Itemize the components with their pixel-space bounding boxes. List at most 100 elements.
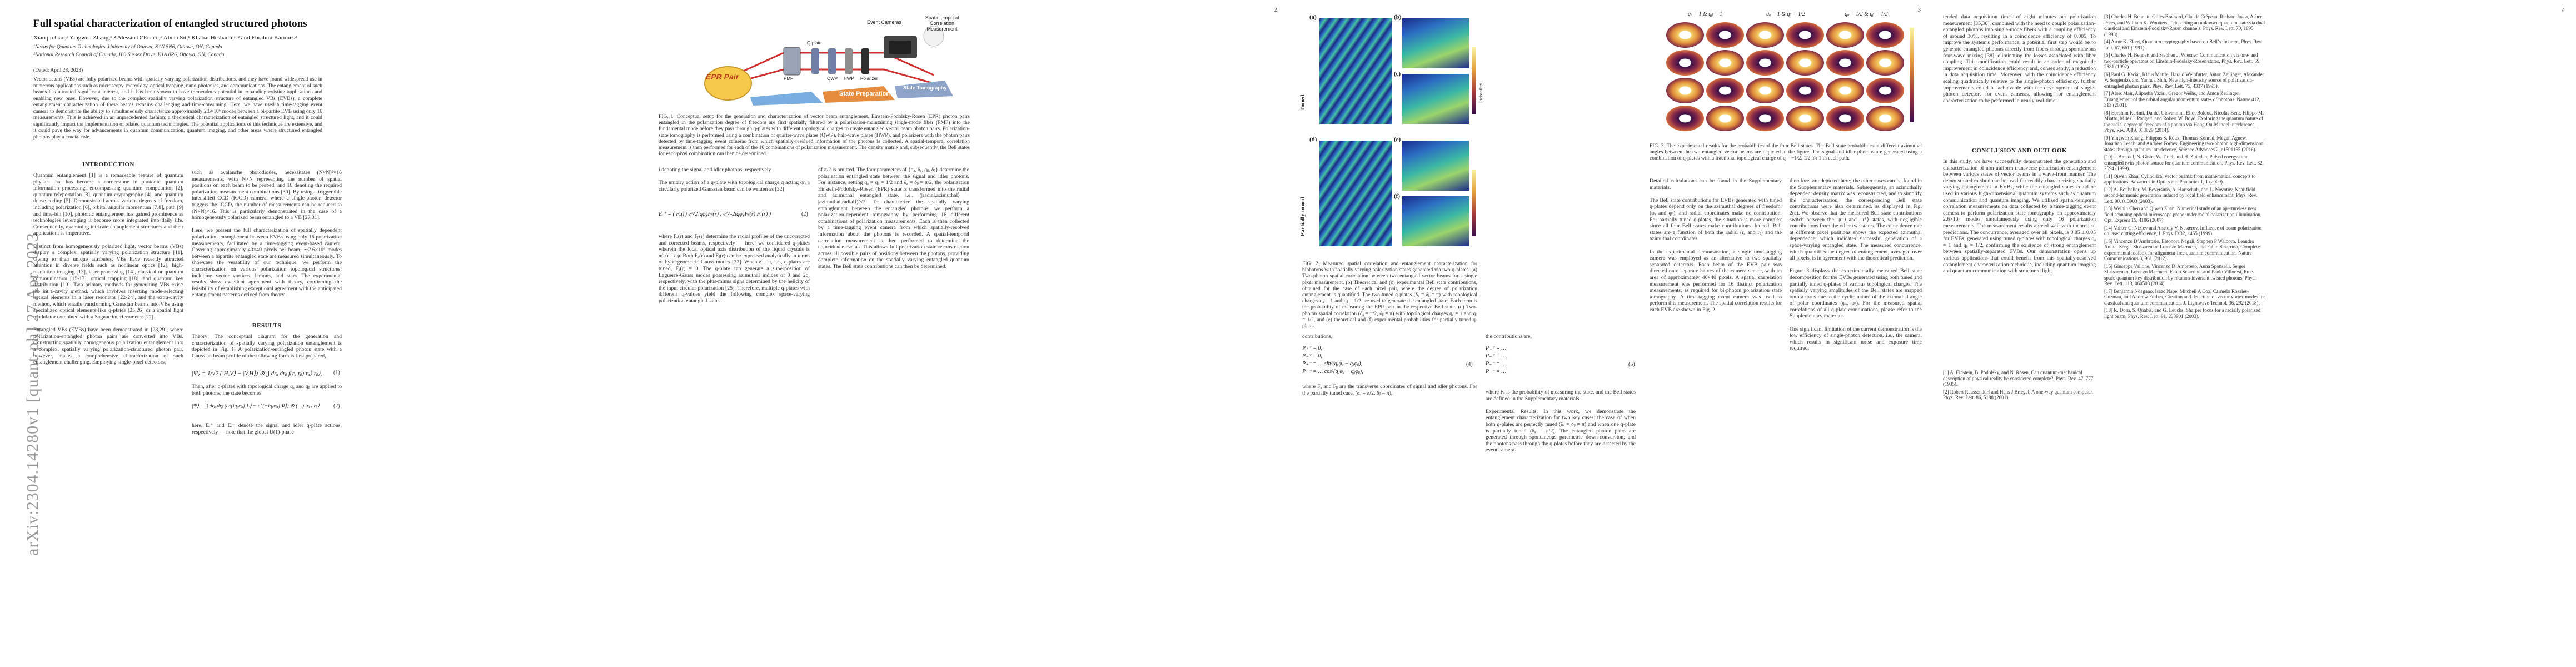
page2-column-2-text: of π/2 is omitted. The four parameters o… [818,167,969,270]
equation-4: P₊⁺ = 0,P₋⁺ = 0,P₊⁻ = … sin²(qₐφₐ − qᵦφᵦ… [1302,345,1363,375]
panel-b-theory [1402,18,1469,68]
torus-plot [1666,106,1704,131]
author-list: Xiaoqin Gao,¹ Yingwen Zhang,¹˒² Alessio … [33,34,297,41]
reference-item: [4] Artur K. Ekert, Quantum cryptography… [2104,39,2263,51]
panel-c-experiment [1402,74,1469,124]
reference-item: [2] Robert Raussendorf and Hans J Briege… [1943,389,2094,401]
intro-column-2: such as avalanche photodiodes, necessita… [192,170,342,298]
equation-5: P₊⁺ = …,P₋⁺ = …,P₊⁻ = …,P₋⁻ = …, [1486,345,1508,375]
reference-item: [13] Weibin Chen and Qiwen Zhan, Numeric… [2104,206,2262,223]
torus-plot [1826,106,1864,131]
section-heading-conclusion: CONCLUSION AND OUTLOOK [1971,147,2067,154]
hwp-label: HWP [844,76,854,81]
reference-item: [14] Volker G. Niziev and Anatoly V. Nes… [2104,225,2262,237]
setup-diagram [700,14,967,108]
polarizer-label: Polarizer [860,76,878,81]
equation-3: Eᵣ⁺ = ( Fₐ(r) e^{2iqφ}Fᵦ(r) ; e^{-2iqφ}F… [659,211,771,217]
torus-plot [1826,50,1864,76]
equation-3-number: (2) [801,211,808,217]
arxiv-stamp: arXiv:2304.14280v1 [quant-ph] 27 Apr 202… [8,145,42,556]
probability-label: Probability [1478,83,1483,103]
event-cameras-label: Event Cameras [867,19,902,25]
page3-contributions-1b: where Fₐ and Fᵦ are the transverse coord… [1302,384,1477,396]
page3-experimental-results: where Fₐ is the probability of measuring… [1486,389,1636,454]
page-3: 3 Tuned Partially tuned (a) (b) (c) (d) … [1288,0,1932,667]
epr-pair-label: EPR Pair [706,72,739,81]
page-1: arXiv:2304.14280v1 [quant-ph] 27 Apr 202… [0,0,645,667]
panel-f-experiment [1402,196,1469,246]
torus-plot [1666,22,1704,48]
panel-d-heatmap [1319,141,1392,246]
reference-item: [11] Qiwen Zhan, Cylindrical vector beam… [2104,173,2256,185]
equation-1: |Ψ⟩ = 1/√2 (|H,V⟩ − |V,H⟩) ⊗ ∫∫ drₐ drᵦ … [192,370,322,377]
fig3-col-label-1: qₐ = 1 & qᵦ = 1 [1687,11,1723,17]
reference-item: [16] Giuseppe Vallone, Vincenzo D’Ambros… [2104,263,2256,287]
fig3-col-label-2: qₐ = 1 & qᵦ = 1/2 [1766,11,1805,17]
partially-tuned-label: Partially tuned [1299,197,1306,236]
probability-colorbar [1472,47,1476,114]
torus-plot [1786,22,1824,48]
figure-3: qₐ = 1 & qᵦ = 1 qₐ = 1 & qᵦ = 1/2 qₐ = 1… [1650,11,1922,139]
page-4: 4 tended data acquisition times of eight… [1932,0,2576,667]
correlation-label: Spatiotemporal Correlation Measurement [925,15,959,32]
reference-item: [8] Ebrahim Karimi, Daniel Giovannini, E… [2104,109,2264,133]
tuned-label: Tuned [1299,94,1306,111]
torus-plot [1866,78,1904,103]
torus-plot [1746,78,1784,103]
equation-2-number: (2) [333,403,340,409]
panel-c-label: (c) [1394,71,1401,77]
reference-item: [10] J. Brendel, N. Gisin, W. Tittel, an… [2104,154,2264,171]
pmf-label: PMF [784,76,793,81]
probability-colorbar-2 [1472,170,1476,236]
torus-plot [1786,50,1824,76]
reference-item: [7] Alois Mair, Alipasha Vaziri, Gregor … [2104,91,2260,108]
equation-1-number: (1) [333,370,340,376]
references-right: [3] Charles H. Bennett, Gilles Brassard,… [2104,14,2265,319]
figure-2-caption: FIG. 2. Measured spatial correlation and… [1302,261,1477,330]
torus-plot [1706,106,1744,131]
reference-item: [15] Vincenzo D’Ambrosio, Eleonora Nagal… [2104,238,2260,262]
panel-e-theory [1402,141,1469,191]
reference-item: [18] R. Dorn, S. Quabis, and G. Leuchs, … [2104,307,2261,319]
page-2: 2 EPR Pair State Preparation State Tomog… [645,0,1288,667]
torus-plot [1746,22,1784,48]
qplate-label: Q-plate [807,41,822,46]
page-number: 4 [2562,7,2565,13]
page4-discussion-text: tended data acquisition times of eight m… [1943,14,2096,104]
page3-column-4-text: therefore, are depicted here; the other … [1790,178,1922,352]
torus-plot [1866,106,1904,131]
torus-plot [1666,78,1704,103]
conclusion-text: In this study, we have successfully demo… [1943,158,2096,275]
state-tomography-label: State Tomography [903,85,947,91]
panel-e-label: (e) [1394,136,1401,143]
results-helicity-text: here, Eᵣ⁺ and Eᵣ⁻ denote the signal and … [192,422,342,435]
equation-4-number: (4) [1466,361,1473,367]
page2-column-1-text-b: where Fₐ(r) and Fᵦ(r) determine the radi… [659,233,810,304]
torus-plot [1746,50,1784,76]
torus-plot [1866,22,1904,48]
figure-2: Tuned Partially tuned (a) (b) (c) (d) (e… [1299,14,1483,258]
reference-item: [3] Charles H. Bennett, Gilles Brassard,… [2104,14,2265,37]
results-theory-text: Theory: The conceptual diagram for the g… [192,334,342,359]
equation-5-number: (5) [1628,361,1635,367]
figure-3-caption: FIG. 3. The experimental results for the… [1650,143,1922,162]
qwp-label: QWP [827,76,838,81]
state-prep-label: State Preparation [839,91,890,97]
reference-item: [12] A. Bouhelier, M. Beversluis, A. Har… [2104,186,2258,204]
paper-title: Full spatial characterization of entangl… [33,18,307,29]
torus-plot [1866,50,1904,76]
reference-item: [9] Yingwen Zhang, Filippus S. Roux, Tho… [2104,135,2265,152]
equation-2: |Ψ⟩ = ∫∫ drₐ drᵦ (e^{iqₐφₐ}|L⟩ − e^{−iqₐ… [192,404,320,409]
section-heading-results: RESULTS [252,322,282,329]
date-line: (Dated: April 28, 2023) [33,68,83,73]
figure-1-setup: EPR Pair State Preparation State Tomogra… [700,14,967,108]
torus-plot [1706,22,1744,48]
torus-plot [1746,106,1784,131]
affiliation-1: ¹Nexus for Quantum Technologies, Univers… [33,44,222,50]
torus-plot [1786,106,1824,131]
figure-1-caption: FIG. 1. Conceptual setup for the generat… [659,114,970,157]
torus-plot [1826,78,1864,103]
page-number: 2 [1274,7,1278,13]
panel-f-label: (f) [1394,193,1400,200]
results-qplate-text: Then, after q-plates with topological ch… [192,384,342,396]
